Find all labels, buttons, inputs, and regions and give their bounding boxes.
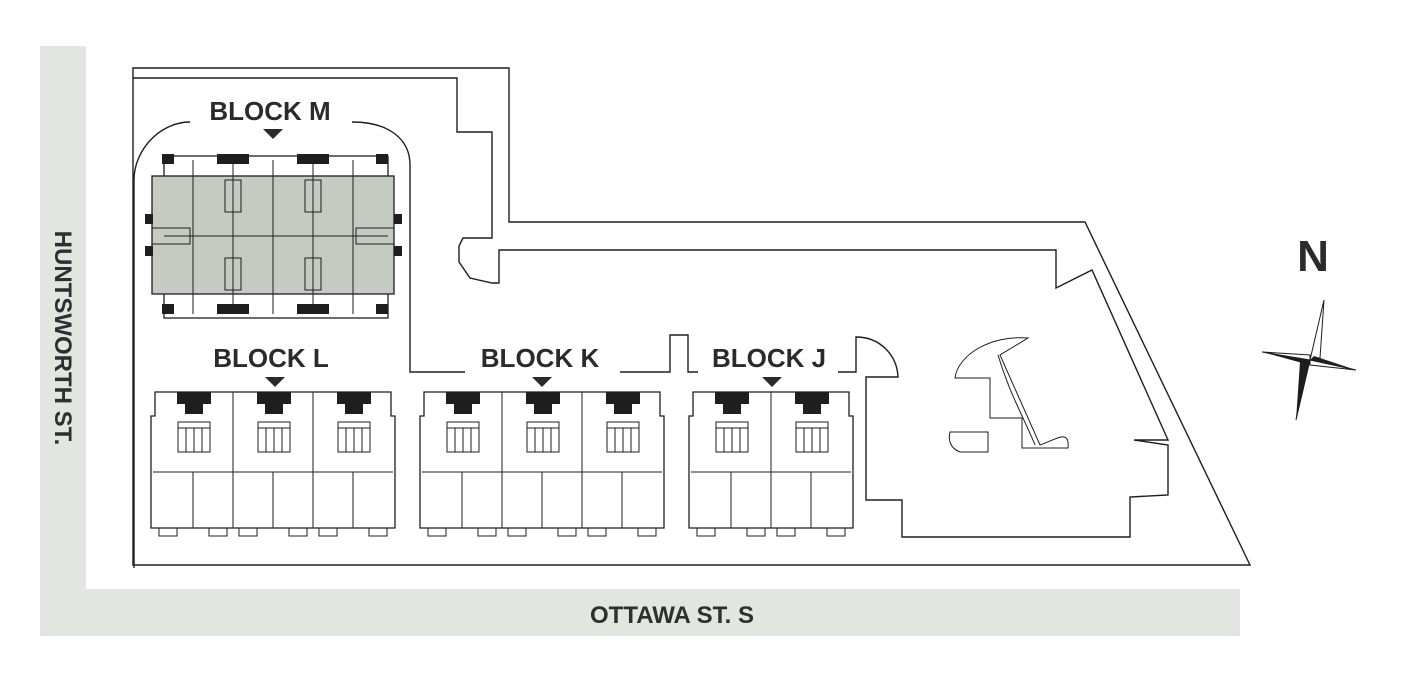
- north-arrow-compass-icon: [1261, 299, 1357, 421]
- block-k-building[interactable]: [419, 391, 665, 537]
- block-l-building[interactable]: [150, 391, 396, 537]
- ottawa-street: [86, 589, 1240, 636]
- block-j-label[interactable]: BLOCK J: [712, 343, 826, 373]
- huntsworth-street-label: HUNTSWORTH ST.: [49, 231, 76, 446]
- block-l-pointer-icon: [265, 377, 285, 387]
- block-m-label[interactable]: BLOCK M: [209, 96, 330, 126]
- site-boundary: [132, 67, 1252, 568]
- block-k-label[interactable]: BLOCK K: [481, 343, 600, 373]
- townhouse-blocks: [150, 391, 854, 537]
- block-l-label[interactable]: BLOCK L: [213, 343, 329, 373]
- compass-north-label: N: [1297, 232, 1329, 281]
- block-m-pointer-icon: [263, 129, 283, 139]
- block-j-building[interactable]: [688, 391, 854, 537]
- amenity-feature: [948, 337, 1069, 453]
- block-m-building[interactable]: [145, 154, 402, 319]
- ottawa-street-label: OTTAWA ST. S: [590, 602, 754, 629]
- huntsworth-street: [40, 46, 86, 636]
- block-j-pointer-icon: [762, 377, 782, 387]
- block-k-pointer-icon: [532, 377, 552, 387]
